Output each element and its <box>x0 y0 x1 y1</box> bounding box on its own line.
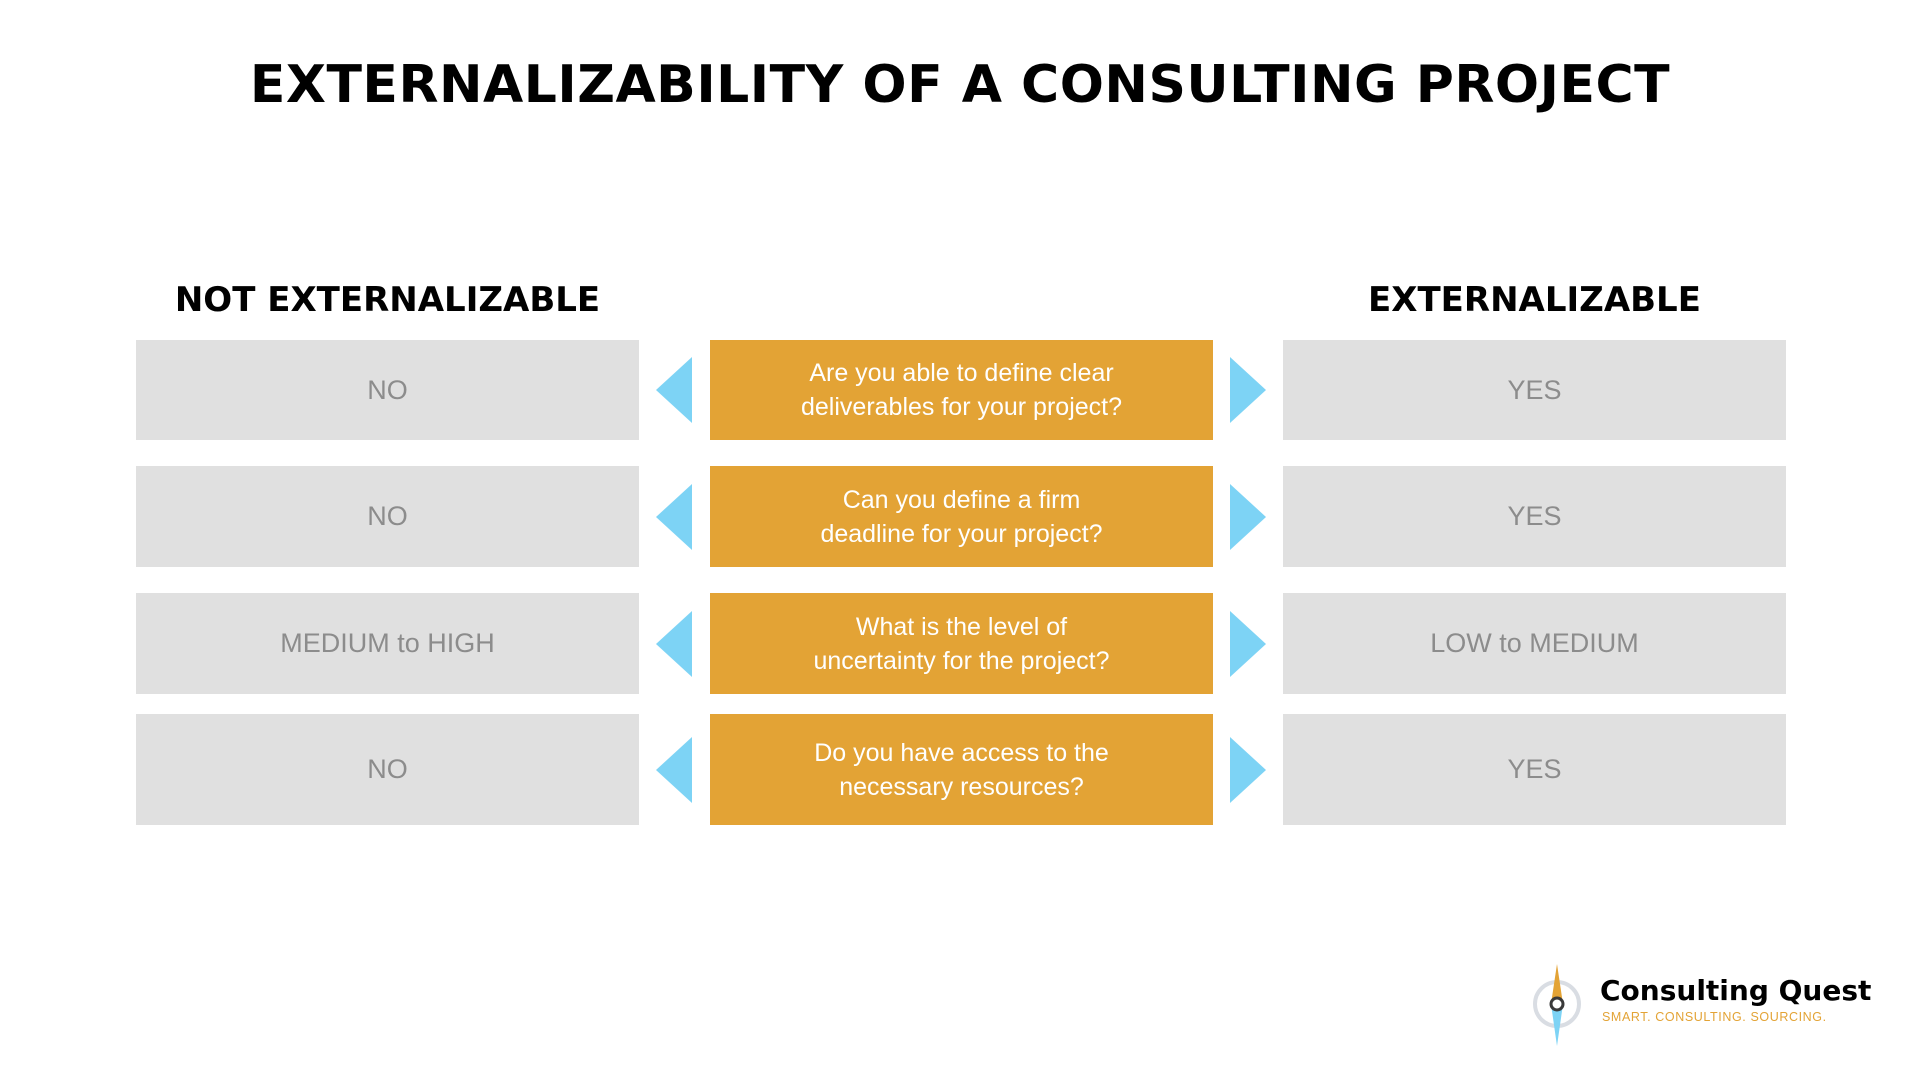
triangle-right-icon <box>1230 357 1266 423</box>
left-answer-text: NO <box>367 374 408 405</box>
question-box: Are you able to define clear deliverable… <box>710 340 1213 440</box>
question-text: Can you define a firm deadline for your … <box>820 485 1103 548</box>
right-answer-text: YES <box>1507 501 1562 531</box>
compass-icon <box>1533 964 1581 1046</box>
question-box: What is the level of uncertainty for the… <box>710 593 1213 694</box>
question-text: What is the level of uncertainty for the… <box>813 612 1110 675</box>
question-box: Can you define a firm deadline for your … <box>710 466 1213 567</box>
left-answer-box: NO <box>136 714 639 825</box>
left-answer-box: NO <box>136 340 639 440</box>
left-answer-text: NO <box>367 754 408 784</box>
externalizable-heading: EXTERNALIZABLE <box>1368 280 1701 320</box>
logo-name: Consulting Quest <box>1600 974 1872 1007</box>
logo-tagline: SMART. CONSULTING. SOURCING. <box>1602 1010 1827 1024</box>
triangle-left-icon <box>656 736 692 803</box>
question-box: Do you have access to the necessary reso… <box>710 714 1213 825</box>
consulting-quest-logo: Consulting Quest SMART. CONSULTING. SOUR… <box>1530 960 1871 1050</box>
not-externalizable-heading: NOT EXTERNALIZABLE <box>174 280 601 320</box>
right-answer-text: YES <box>1507 754 1562 784</box>
criterion-row-uncertainty: MEDIUM to HIGH What is the level of unce… <box>0 593 1920 694</box>
right-answer-text: YES <box>1507 374 1562 405</box>
right-answer-box: YES <box>1283 714 1786 825</box>
triangle-left-icon <box>656 483 692 550</box>
question-text: Are you able to define clear deliverable… <box>801 359 1122 421</box>
right-answer-box: LOW to MEDIUM <box>1283 593 1786 694</box>
question-text: Do you have access to the necessary reso… <box>814 738 1109 801</box>
triangle-left-icon <box>656 610 692 677</box>
triangle-left-icon <box>656 357 692 423</box>
criterion-row-deadline: NO Can you define a firm deadline for yo… <box>0 466 1920 567</box>
criterion-row-resources: NO Do you have access to the necessary r… <box>0 714 1920 825</box>
left-answer-text: MEDIUM to HIGH <box>280 628 495 658</box>
criterion-row-deliverables: NO Are you able to define clear delivera… <box>0 340 1920 440</box>
triangle-right-icon <box>1230 483 1266 550</box>
left-answer-box: MEDIUM to HIGH <box>136 593 639 694</box>
right-answer-box: YES <box>1283 466 1786 567</box>
left-answer-text: NO <box>367 501 408 531</box>
page-title: EXTERNALIZABILITY OF A CONSULTING PROJEC… <box>249 55 1671 115</box>
right-answer-box: YES <box>1283 340 1786 440</box>
left-answer-box: NO <box>136 466 639 567</box>
right-answer-text: LOW to MEDIUM <box>1430 628 1639 658</box>
triangle-right-icon <box>1230 736 1266 803</box>
triangle-right-icon <box>1230 610 1266 677</box>
